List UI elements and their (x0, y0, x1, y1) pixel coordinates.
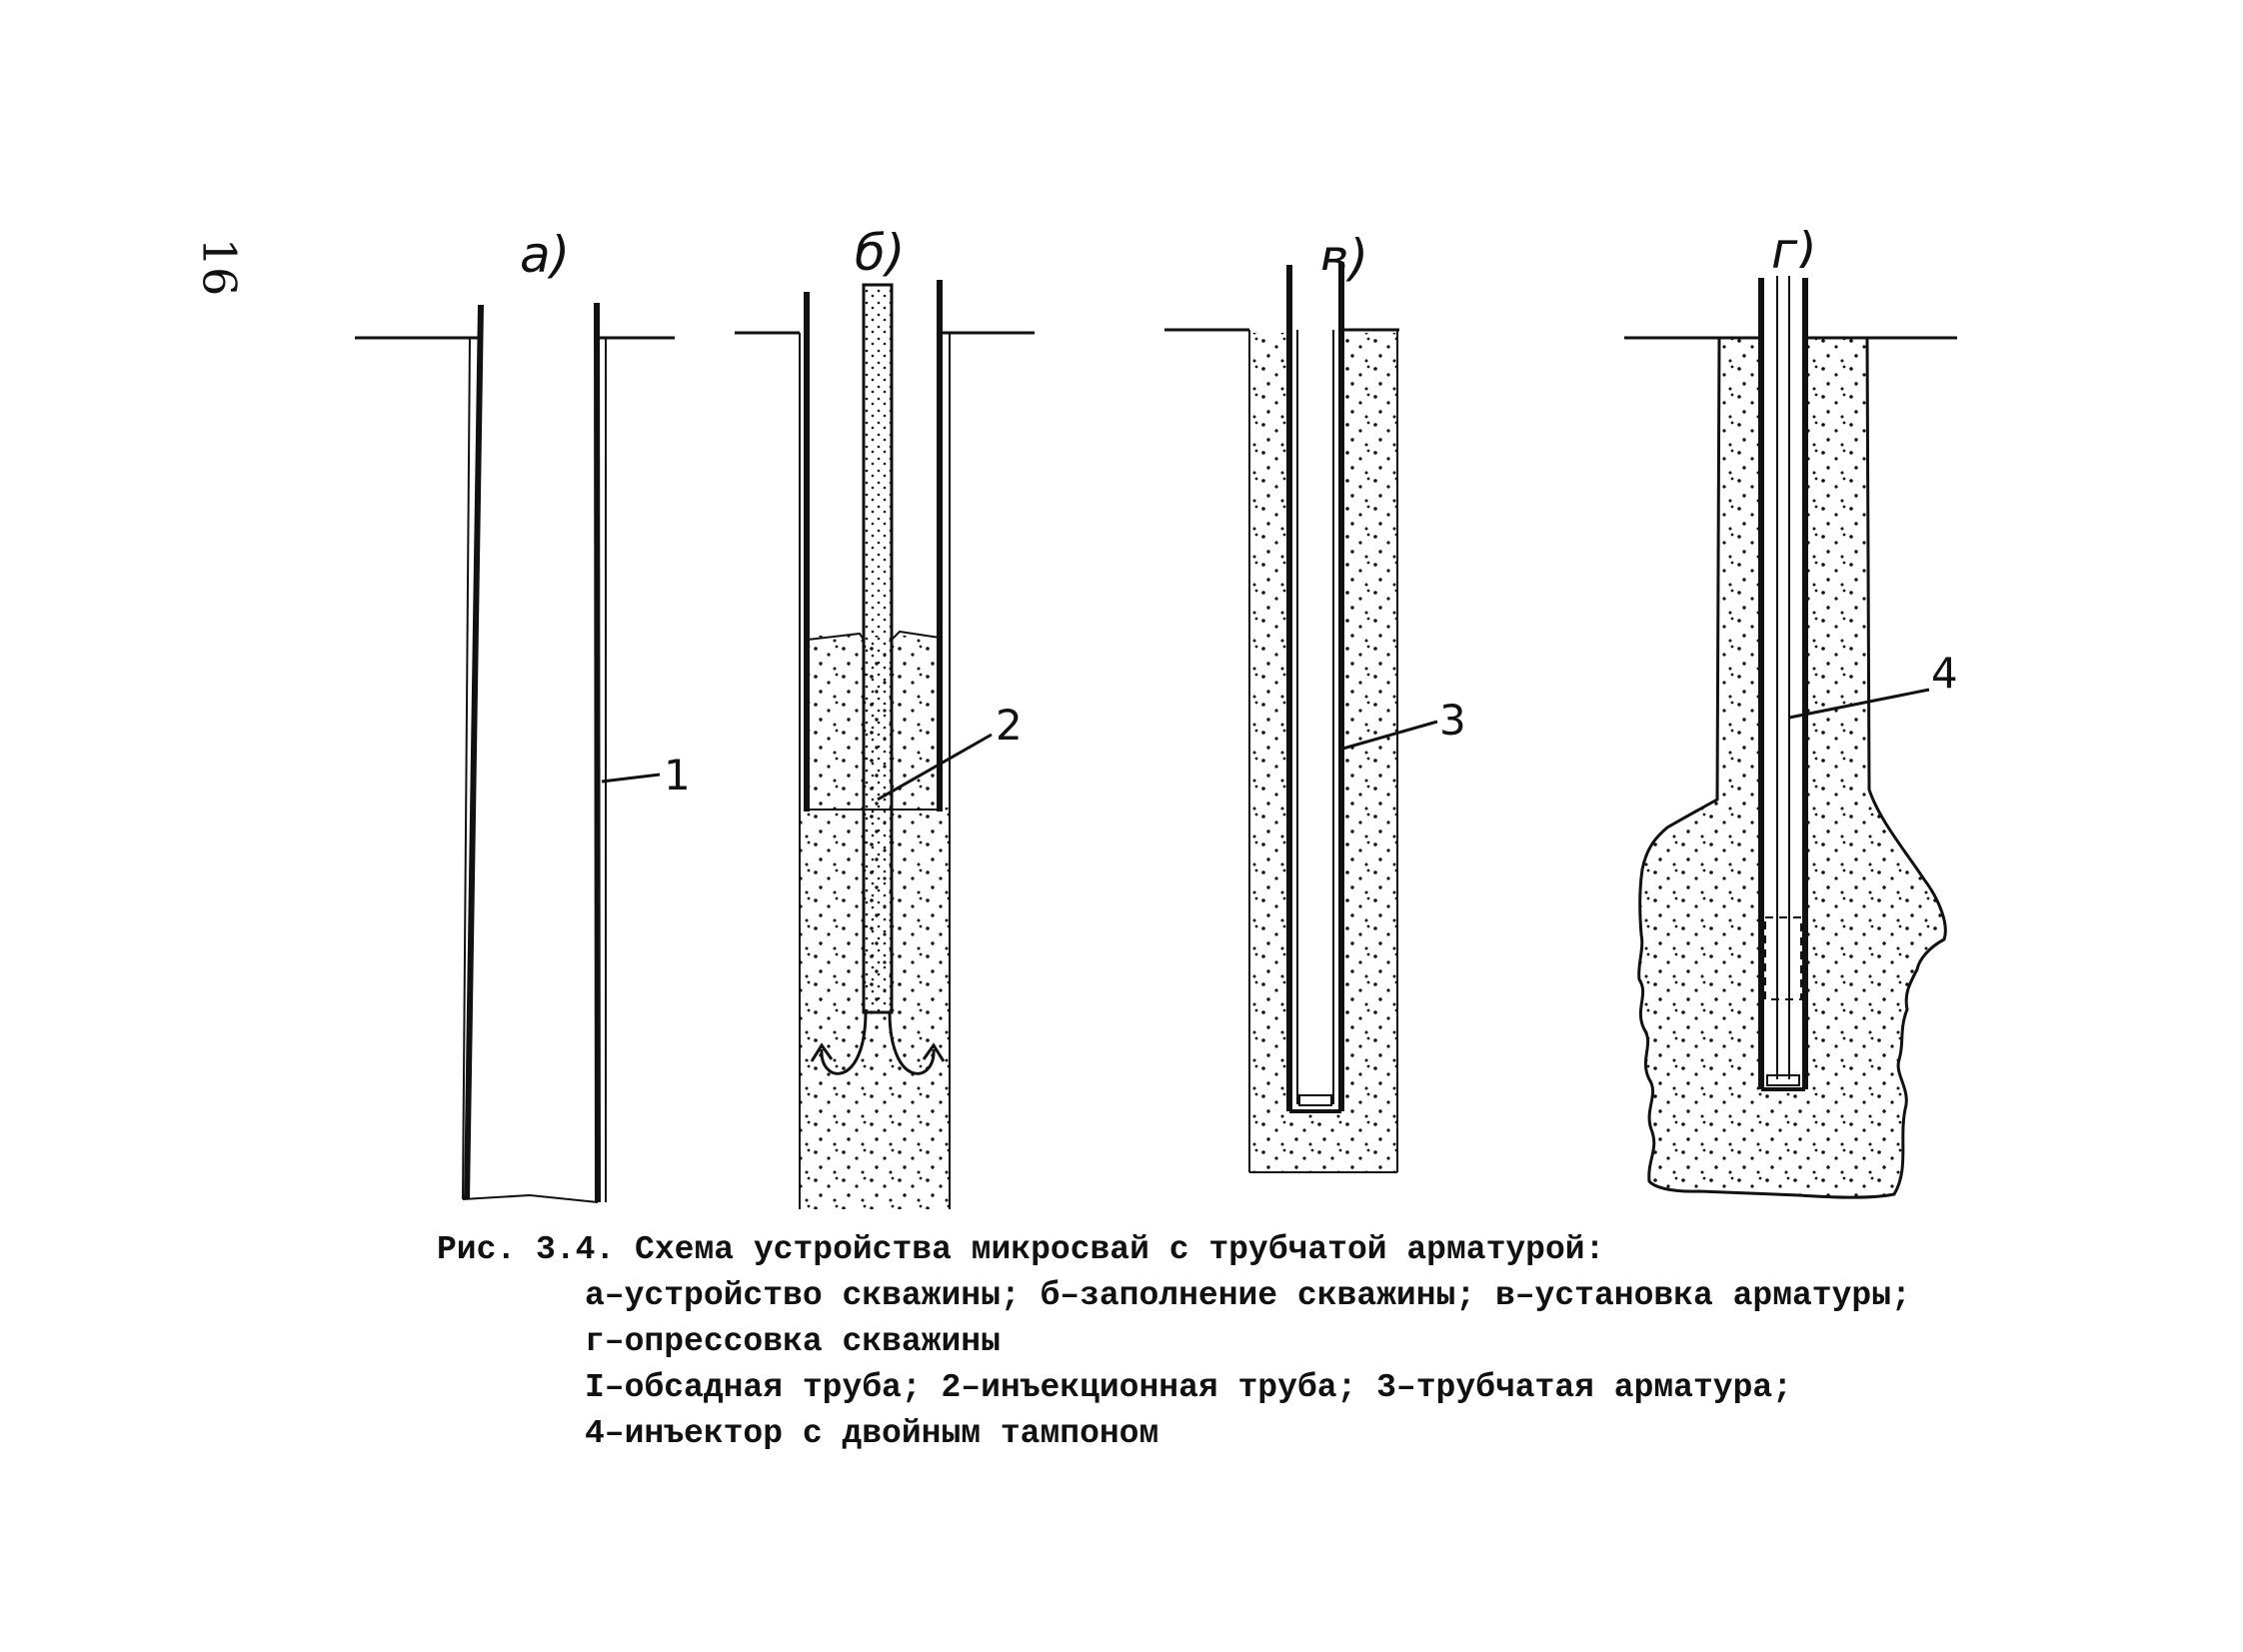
casing-wall-right (594, 302, 601, 1203)
caption-line-3: I–обсадная труба; 2–инъекционная труба; … (585, 1369, 1792, 1406)
injection-pipe (862, 283, 894, 1014)
caption-line-1: а–устройство скважины; б–заполнение сква… (585, 1277, 1911, 1314)
panel-v (1164, 262, 1438, 1173)
panel-label-b: б) (855, 224, 905, 282)
callout-1: 1 (664, 751, 691, 800)
caption-line-4: 4–инъектор с двойным тампоном (585, 1415, 1159, 1452)
tube-plug-g (1766, 1074, 1800, 1086)
injector-bore (1759, 268, 1807, 1087)
flow-arrow-right-head (922, 1042, 946, 1062)
caption-line-2: г–опрессовка скважины (585, 1323, 1001, 1360)
flow-arrow-left (820, 1010, 868, 1075)
panel-label-a: а) (520, 226, 570, 284)
casing-wall-left (464, 304, 484, 1200)
panel-b (735, 280, 1035, 1209)
panel-a (355, 302, 675, 1203)
caption-title: Рис. 3.4. Схема устройства микросвай с т… (437, 1231, 1605, 1268)
grout-level-b (807, 632, 865, 641)
flow-arrow-right (888, 1010, 936, 1075)
flow-arrow-left-head (810, 1042, 834, 1062)
grout-level-b2 (891, 630, 941, 641)
leader-4 (1788, 688, 1930, 720)
figure-caption: Рис. 3.4. Схема устройства микросвай с т… (437, 1227, 1911, 1457)
tube-plug-v (1298, 1094, 1332, 1106)
leader-2 (877, 733, 993, 802)
leader-3 (1338, 720, 1438, 752)
callout-3: 3 (1439, 696, 1466, 745)
double-packer (1764, 916, 1802, 1000)
leader-1 (601, 773, 661, 784)
callout-4: 4 (1931, 649, 1958, 698)
borehole-bottom-a (462, 1193, 599, 1203)
callout-2: 2 (996, 701, 1023, 750)
panel-g (1624, 268, 1957, 1199)
borehole-wall-left (462, 337, 471, 1200)
